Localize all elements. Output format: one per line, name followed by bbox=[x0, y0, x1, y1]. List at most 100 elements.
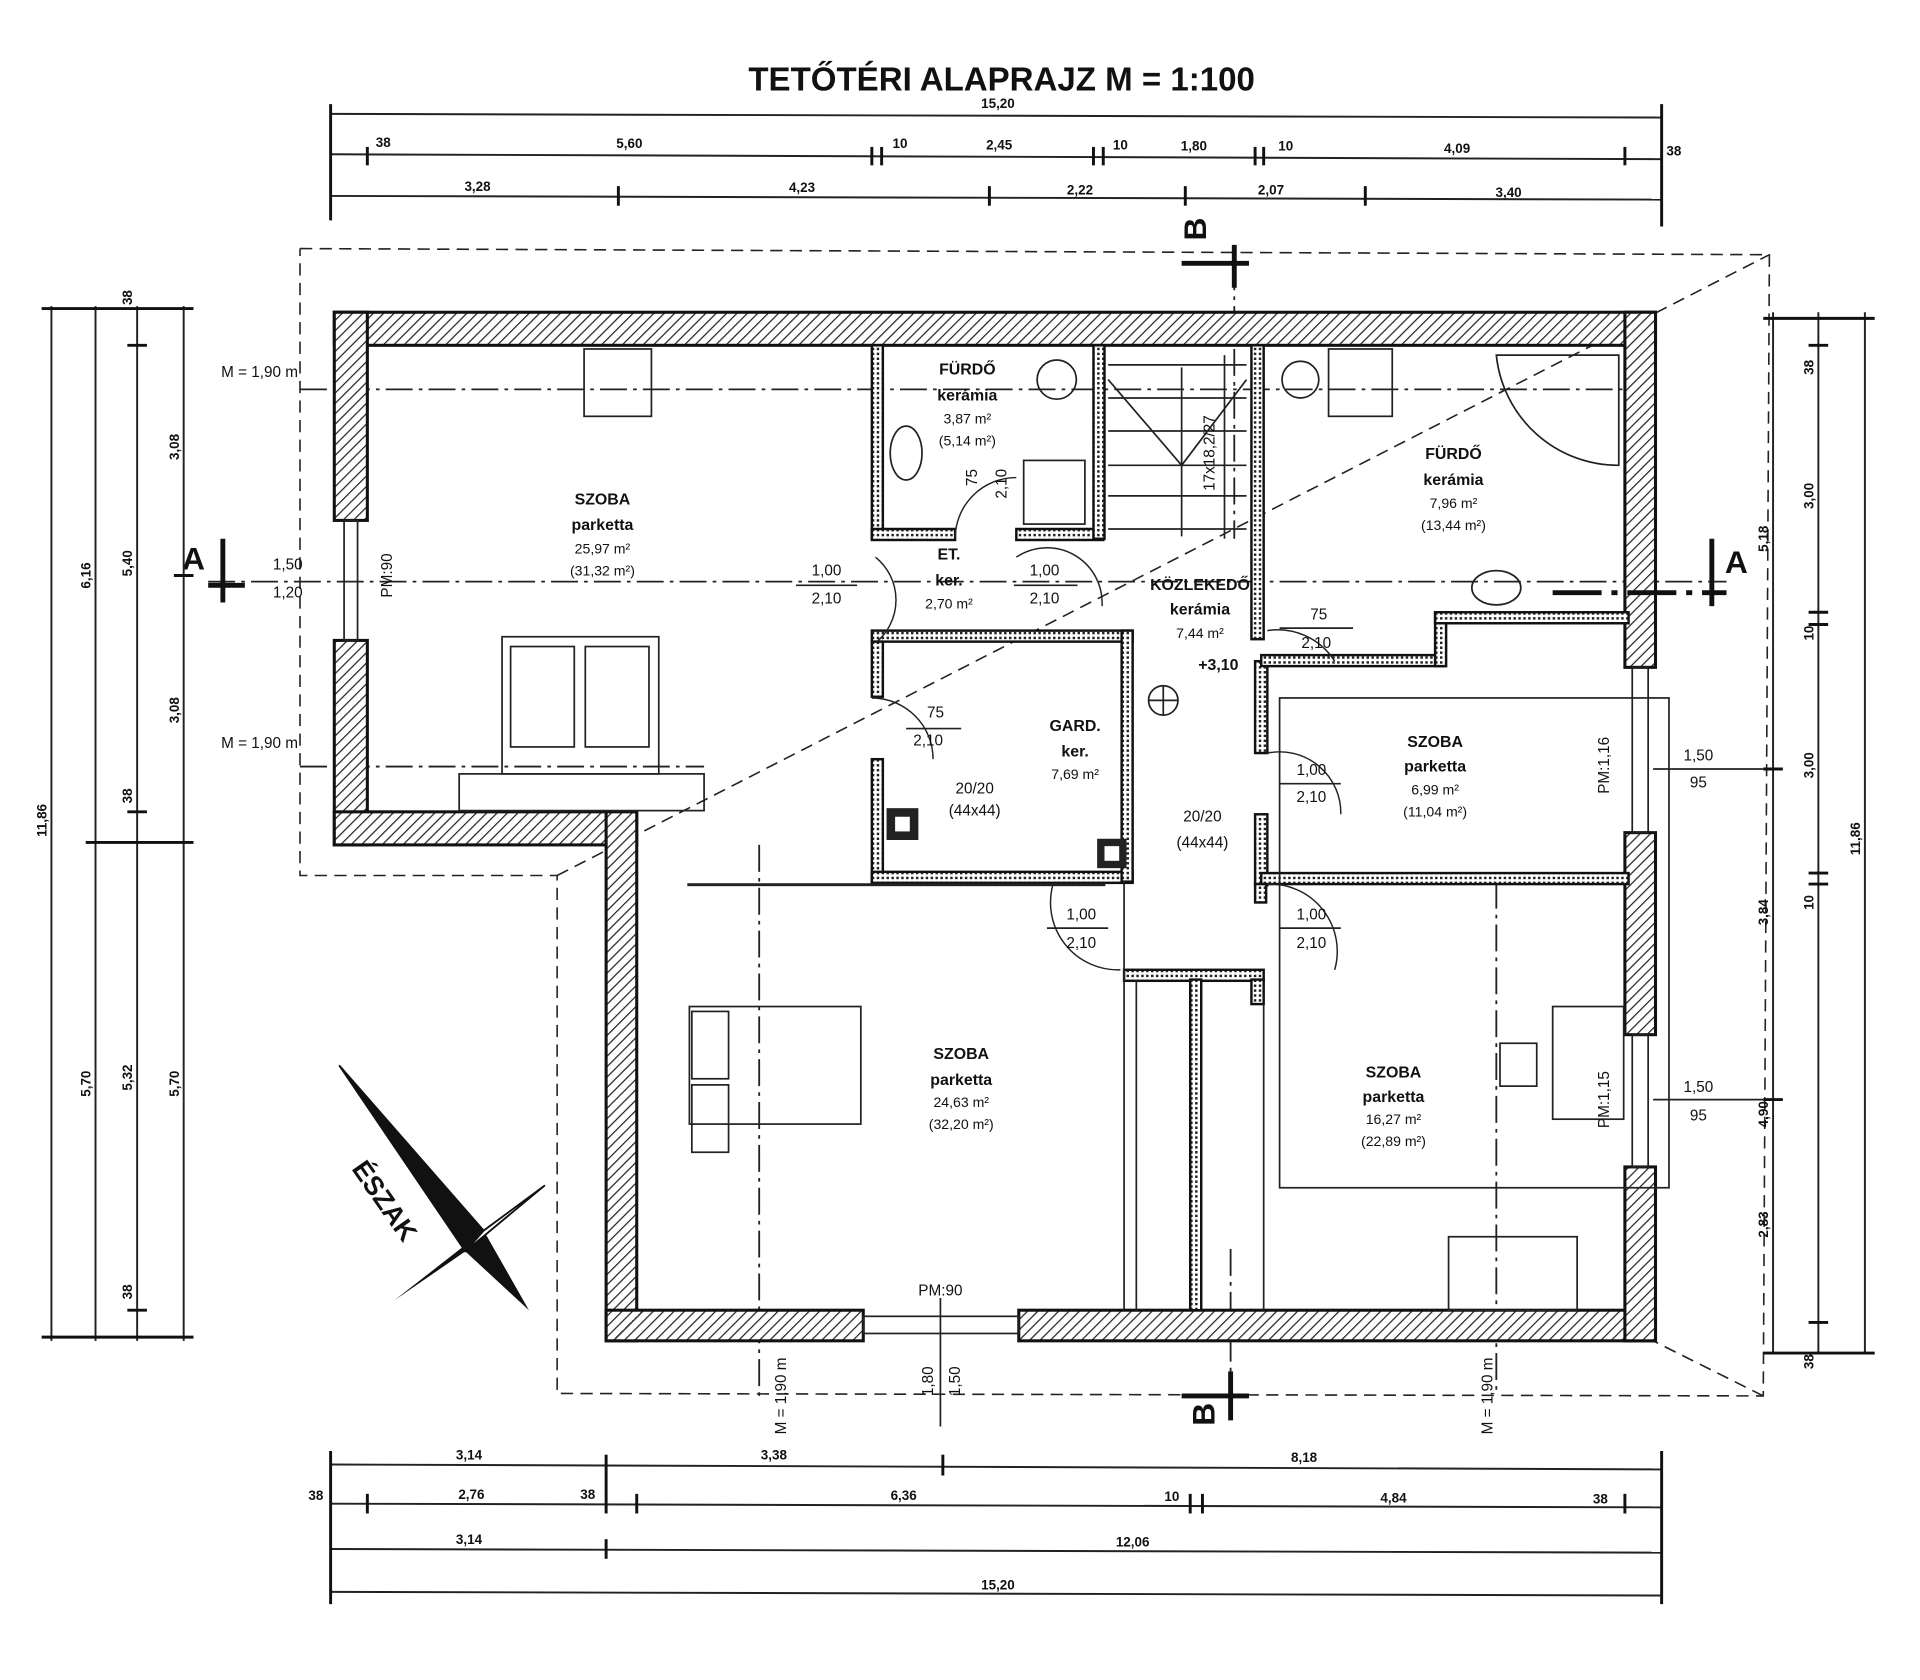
dim-text: 3,40 bbox=[1495, 185, 1521, 200]
room-floor: kerámia bbox=[1170, 602, 1230, 619]
door-height: 2,10 bbox=[994, 469, 1011, 499]
room-name: ET. bbox=[937, 547, 960, 564]
room-gross-area: (13,44 m²) bbox=[1421, 517, 1486, 533]
dim-text: 12,06 bbox=[1116, 1535, 1150, 1550]
room-floor: parketta bbox=[1404, 758, 1466, 775]
room-floor: kerámia bbox=[937, 387, 997, 404]
dim-text: 5,70 bbox=[79, 1071, 94, 1097]
room-floor: kerámia bbox=[1423, 472, 1483, 489]
sill-height: PM:1,16 bbox=[1596, 737, 1613, 794]
dim-text: 4,09 bbox=[1444, 141, 1470, 156]
dim-text: 38 bbox=[376, 135, 391, 150]
exterior-walls bbox=[332, 310, 1658, 1343]
window-width: 1,50 bbox=[1683, 1079, 1713, 1096]
dim-text: 8,18 bbox=[1291, 1450, 1318, 1465]
dim-text: 4,84 bbox=[1380, 1490, 1407, 1505]
window-width: 1,80 bbox=[920, 1366, 937, 1396]
room-landing: ET. ker. 2,70 m² bbox=[925, 547, 973, 612]
door-height: 2,10 bbox=[1297, 935, 1327, 952]
chimney-size: 20/20 bbox=[956, 780, 994, 797]
room-gross-area: (32,20 m²) bbox=[929, 1116, 994, 1132]
room-floor: parketta bbox=[572, 517, 634, 534]
room-area: 7,96 m² bbox=[1430, 495, 1478, 511]
furniture bbox=[458, 348, 1670, 1312]
dim-text: 6,36 bbox=[891, 1488, 917, 1503]
door-height: 2,10 bbox=[1301, 635, 1331, 652]
dim-text: 38 bbox=[580, 1487, 595, 1502]
dim-text: 2,22 bbox=[1067, 183, 1093, 198]
door-swings bbox=[871, 476, 1342, 971]
dim-text: 15,20 bbox=[981, 96, 1015, 111]
section-a-right: A bbox=[1725, 544, 1748, 580]
door-height: 2,10 bbox=[1297, 789, 1327, 806]
height-line-label: M = 1,90 m bbox=[221, 364, 298, 381]
height-line-label: M = 1,90 m bbox=[773, 1357, 790, 1434]
room-area: 24,63 m² bbox=[933, 1094, 989, 1110]
room-floor: ker. bbox=[935, 572, 962, 589]
room-name: SZOBA bbox=[933, 1046, 989, 1063]
room-floor: parketta bbox=[930, 1072, 992, 1089]
north-arrow-icon: ÉSZAK bbox=[338, 1064, 546, 1311]
dim-text: 5,70 bbox=[167, 1071, 182, 1097]
window-height: 1,50 bbox=[947, 1366, 964, 1396]
room-bedroom-south: SZOBA parketta 24,63 m² (32,20 m²) bbox=[929, 1046, 994, 1132]
dim-text: 11,86 bbox=[35, 804, 50, 837]
staircase bbox=[1107, 355, 1248, 539]
room-area: 6,99 m² bbox=[1411, 782, 1459, 798]
room-gross-area: (11,04 m²) bbox=[1403, 804, 1467, 820]
door-width: 1,00 bbox=[1297, 907, 1327, 924]
dimension-texts: 15,20 38 5,60 10 2,45 10 1,80 10 4,09 38… bbox=[35, 96, 1863, 1593]
dim-text: 1,80 bbox=[1181, 139, 1207, 154]
room-gross-area: (31,32 m²) bbox=[570, 563, 635, 579]
sill-height: PM:90 bbox=[379, 553, 396, 597]
room-name: FÜRDŐ bbox=[939, 360, 996, 379]
dim-text: 10 bbox=[893, 136, 908, 151]
dim-text: 3,08 bbox=[167, 697, 182, 724]
room-bathroom-small: FÜRDŐ kerámia 3,87 m² (5,14 m²) bbox=[937, 360, 997, 449]
window-width: 1,50 bbox=[1683, 747, 1713, 764]
chimney-outer-size: (44x44) bbox=[1177, 834, 1229, 851]
door-height: 2,10 bbox=[812, 591, 842, 608]
window-width: 1,50 bbox=[273, 556, 303, 573]
dim-text: 6,16 bbox=[79, 562, 94, 588]
room-wardrobe: GARD. ker. 7,69 m² bbox=[1049, 718, 1100, 782]
dimension-lines bbox=[41, 104, 1875, 1605]
room-floor: ker. bbox=[1061, 744, 1088, 761]
door-width: 1,00 bbox=[1297, 762, 1327, 779]
dim-text: 2,07 bbox=[1258, 183, 1284, 198]
window-height: 95 bbox=[1690, 1107, 1707, 1124]
section-b-top: B bbox=[1177, 217, 1213, 240]
room-area: 7,44 m² bbox=[1176, 625, 1224, 641]
dim-text: 3,28 bbox=[464, 179, 491, 194]
room-area: 25,97 m² bbox=[575, 540, 631, 556]
dim-text: 10 bbox=[1278, 139, 1293, 154]
dim-text: 38 bbox=[1801, 1354, 1816, 1369]
dim-text: 2,83 bbox=[1756, 1211, 1771, 1237]
dim-text: 10 bbox=[1801, 895, 1816, 910]
dim-text: 11,86 bbox=[1848, 822, 1863, 855]
room-name: SZOBA bbox=[1407, 734, 1463, 751]
dim-text: 38 bbox=[308, 1488, 323, 1503]
dim-text: 38 bbox=[120, 788, 135, 803]
room-gross-area: (5,14 m²) bbox=[939, 433, 996, 449]
dim-text: 10 bbox=[1801, 626, 1816, 641]
dim-text: 5,32 bbox=[120, 1064, 135, 1090]
interior-walls bbox=[870, 344, 1630, 1312]
door-width: 1,00 bbox=[1030, 563, 1060, 580]
roof-outline bbox=[299, 247, 1771, 1397]
plan-title: TETŐTÉRI ALAPRAJZ M = 1:100 bbox=[748, 61, 1254, 99]
section-marks: A A B B bbox=[182, 217, 1748, 1425]
dim-text: 3,38 bbox=[761, 1448, 788, 1463]
room-bathroom-large: FÜRDŐ kerámia 7,96 m² (13,44 m²) bbox=[1421, 444, 1486, 533]
section-b-bottom: B bbox=[1186, 1403, 1222, 1426]
room-bedroom-nw: SZOBA parketta 25,97 m² (31,32 m²) bbox=[570, 491, 635, 578]
opening-labels: 1,00 2,10 1,00 2,10 1,00 2,10 1,00 2,10 … bbox=[221, 364, 1764, 1434]
room-area: 3,87 m² bbox=[943, 411, 991, 427]
height-line-label: M = 1,90 m bbox=[221, 735, 298, 752]
door-height: 2,10 bbox=[913, 733, 943, 750]
dim-text: 5,40 bbox=[120, 550, 135, 576]
room-corridor: KÖZLEKEDŐ kerámia 7,44 m² +3,10 bbox=[1150, 575, 1250, 674]
chimney-size: 20/20 bbox=[1183, 809, 1221, 826]
room-bedroom-small: SZOBA parketta 6,99 m² (11,04 m²) bbox=[1403, 734, 1467, 820]
